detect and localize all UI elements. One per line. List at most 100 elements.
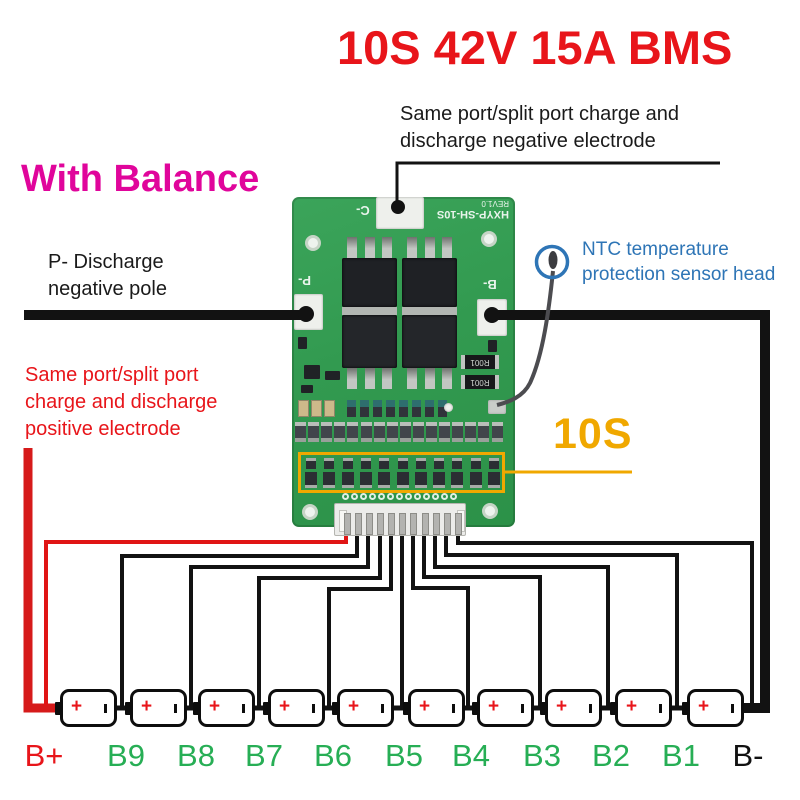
- mosfet: [402, 315, 457, 368]
- smd-capacitor: [324, 400, 335, 417]
- smd-component: [373, 400, 382, 417]
- battery-negative-mark: [452, 704, 455, 713]
- ntc-highlight-circle: [534, 244, 570, 280]
- smd-resistor: [373, 422, 385, 442]
- battery-negative-mark: [731, 704, 734, 713]
- smd-component: [412, 400, 421, 417]
- battery-plus-symbol: +: [141, 696, 153, 717]
- battery-label: B-: [732, 738, 764, 773]
- battery-positive-terminal: [263, 702, 271, 715]
- smd-resistor: [465, 422, 477, 442]
- battery-cell: +: [540, 689, 602, 727]
- pad-silkscreen-arc: [351, 493, 358, 500]
- battery-plus-symbol: +: [556, 696, 568, 717]
- connector-pin: [365, 513, 373, 535]
- smd-component: [386, 400, 395, 417]
- battery-positive-terminal: [193, 702, 201, 715]
- mosfet-legs: [342, 368, 397, 389]
- balance-wire-3: [257, 528, 382, 707]
- battery-label: B+: [24, 738, 64, 773]
- battery-negative-mark: [521, 704, 524, 713]
- ntc-note: NTC temperature protection sensor head: [582, 239, 776, 285]
- balance-resistor: [488, 472, 500, 488]
- smd-resistor: [439, 422, 451, 442]
- battery-label: B3: [523, 738, 561, 773]
- smd-component: [301, 385, 313, 393]
- battery-positive-terminal: [125, 702, 133, 715]
- battery-positive-terminal: [682, 702, 690, 715]
- balance-resistor: [341, 472, 354, 488]
- mosfet: [402, 258, 457, 307]
- battery-cell: +: [55, 689, 117, 727]
- pad-silkscreen-arc: [405, 493, 412, 500]
- balance-wire-1: [120, 528, 359, 707]
- battery-negative-mark: [174, 704, 177, 713]
- balance-resistor: [397, 458, 408, 469]
- mounting-hole: [481, 231, 497, 247]
- battery-cell: +: [263, 689, 325, 727]
- battery-plus-symbol: +: [698, 696, 710, 717]
- battery-plus-symbol: +: [419, 696, 431, 717]
- battery-positive-terminal: [540, 702, 548, 715]
- mosfet: [342, 315, 397, 368]
- battery-plus-symbol: +: [71, 696, 83, 717]
- smd-resistor: [399, 422, 411, 442]
- pad-silkscreen-arc: [423, 493, 430, 500]
- battery-negative-mark: [659, 704, 662, 713]
- balance-wire-8: [433, 528, 610, 707]
- page-title: 10S 42V 15A BMS: [337, 21, 733, 74]
- battery-negative-mark: [589, 704, 592, 713]
- connector-pin: [421, 513, 429, 535]
- battery-label: B4: [452, 738, 490, 773]
- battery-label: B1: [662, 738, 700, 773]
- battery-label: B8: [177, 738, 215, 773]
- b-plus-wire: [23, 448, 56, 713]
- smd-resistor: [321, 422, 333, 442]
- connector-pin: [343, 513, 351, 535]
- smd-component: [347, 400, 356, 417]
- battery-cell: +: [403, 689, 465, 727]
- balance-resistor: [360, 458, 371, 469]
- battery-label: B2: [592, 738, 630, 773]
- smd-resistor: [426, 422, 437, 442]
- balance-resistor: [451, 472, 464, 488]
- connector-pin: [455, 513, 462, 535]
- mounting-hole: [302, 504, 318, 520]
- smd-component: [488, 340, 497, 352]
- balance-resistor: [324, 458, 335, 469]
- mosfet: [342, 258, 397, 307]
- connector-pin: [388, 513, 396, 535]
- connector-pin: [432, 513, 440, 535]
- mosfet-column: [402, 237, 457, 389]
- ntc-probe-wire: [496, 270, 555, 407]
- smd-component: [399, 400, 408, 417]
- mosfet-tab: [342, 307, 397, 315]
- balance-resistor: [452, 458, 463, 469]
- smd-capacitor: [298, 400, 309, 417]
- mounting-hole: [482, 503, 498, 519]
- mosfet-legs: [402, 368, 457, 389]
- positive-electrode-note: Same port/split port charge and discharg…: [25, 364, 218, 440]
- battery-plus-symbol: +: [209, 696, 221, 717]
- battery-plus-symbol: +: [348, 696, 360, 717]
- battery-cell: +: [193, 689, 255, 727]
- mosfet-tab: [402, 307, 457, 315]
- balance-wire-7: [422, 528, 542, 707]
- pad-silkscreen-arc: [441, 493, 448, 500]
- balance-resistor: [359, 472, 372, 488]
- battery-label: B9: [107, 738, 145, 773]
- cells-count-label: 10S: [553, 410, 633, 458]
- smd-capacitor: [311, 400, 322, 417]
- smd-resistor: [308, 422, 320, 442]
- connector-pin: [443, 513, 451, 535]
- b-minus-solder-dot: [484, 307, 500, 323]
- pad-silkscreen-arc: [369, 493, 376, 500]
- balance-resistor: [470, 458, 481, 469]
- discharge-pole-note: P- Discharge negative pole: [48, 251, 167, 300]
- transistor: [304, 365, 320, 379]
- pad-silkscreen-arc: [414, 493, 421, 500]
- smd-component: [325, 371, 340, 380]
- smd-component: [438, 400, 447, 417]
